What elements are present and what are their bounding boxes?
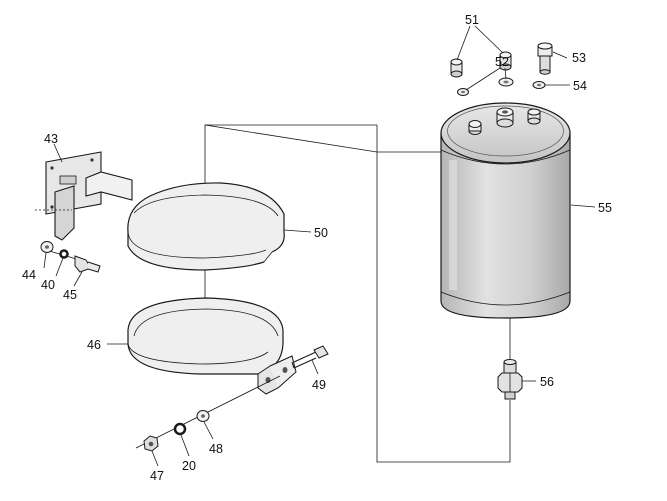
fitting-53 [537, 42, 553, 75]
part-labels: 51 52 53 54 55 56 43 44 40 45 50 46 49 4… [22, 13, 612, 483]
washer-44 [40, 241, 54, 253]
label-45: 45 [63, 288, 77, 302]
washer-54 [532, 81, 546, 89]
lock-washer-20 [173, 422, 187, 436]
label-54: 54 [573, 79, 587, 93]
bracket-43 [45, 151, 133, 241]
plug-51-right [499, 51, 512, 71]
tank-port-left [468, 120, 482, 135]
label-56: 56 [540, 375, 554, 389]
leader-lines [43, 25, 596, 467]
washer-52-left [457, 88, 469, 96]
label-46: 46 [87, 338, 101, 352]
label-43: 43 [44, 132, 58, 146]
label-53: 53 [572, 51, 586, 65]
washer-48 [196, 410, 210, 422]
label-20: 20 [182, 459, 196, 473]
nut-47 [143, 435, 159, 452]
washer-52-right [498, 77, 514, 87]
fitting-56 [497, 359, 523, 400]
plug-51-left [450, 58, 463, 78]
label-55: 55 [598, 201, 612, 215]
band-tab [257, 355, 297, 395]
clamp-band-lower [127, 297, 284, 375]
tank-port-center [496, 107, 514, 128]
label-52: 52 [495, 55, 509, 69]
label-50: 50 [314, 226, 328, 240]
clamp-band-upper [127, 182, 285, 271]
label-47: 47 [150, 469, 164, 483]
lock-washer-40 [59, 249, 69, 259]
tank [440, 102, 571, 319]
tank-port-right [527, 108, 541, 125]
label-51: 51 [465, 13, 479, 27]
bolt-49 [291, 345, 329, 369]
bolt-45 [74, 255, 101, 273]
label-44: 44 [22, 268, 36, 282]
label-48: 48 [209, 442, 223, 456]
label-40: 40 [41, 278, 55, 292]
label-49: 49 [312, 378, 326, 392]
